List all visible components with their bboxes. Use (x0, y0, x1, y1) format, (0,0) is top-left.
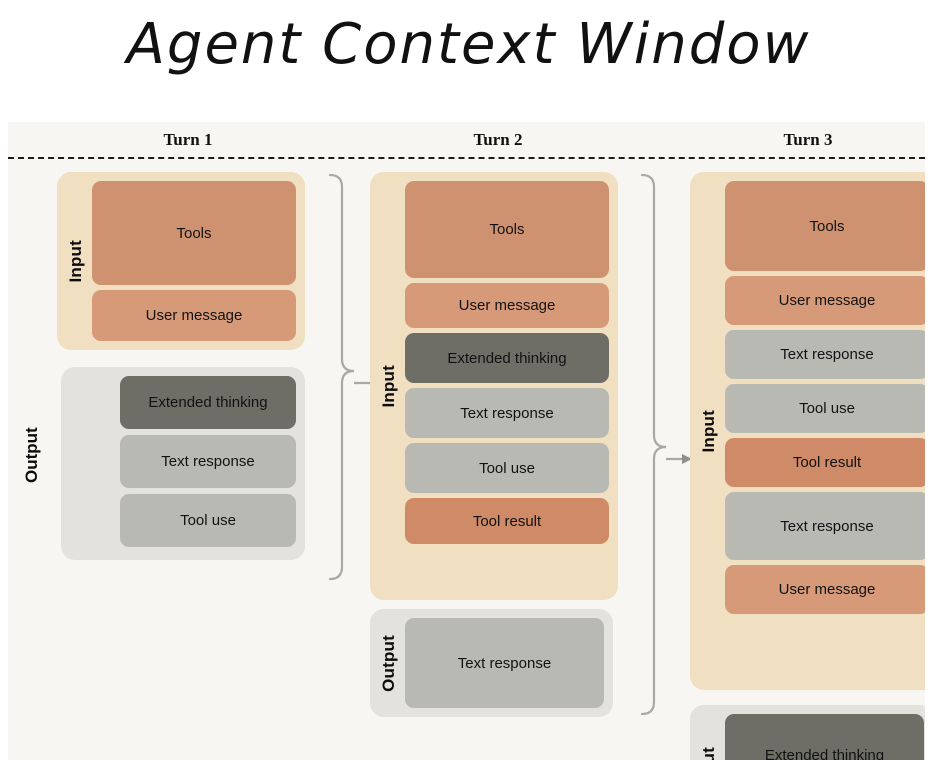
turn3-input-group: Input Tools User message Text response T… (690, 172, 925, 690)
turn1-output-block-tool-use: Tool use (120, 494, 296, 547)
turn3-input-block-tool-result: Tool result (725, 438, 925, 487)
turn2-input-label: Input (379, 364, 398, 408)
connector-turn2-to-turn3 (640, 173, 692, 716)
turn1-output-label: Output (22, 427, 41, 483)
turn2-output-group: Output Text response (370, 609, 613, 717)
turn-heading-3: Turn 3 (783, 130, 833, 149)
turn3-input-block-tool-use: Tool use (725, 384, 925, 433)
turn1-output-group: Extended thinking Text response Tool use (61, 367, 305, 560)
turn2-input-block-user-message: User message (405, 283, 609, 328)
turn2-output-block-text-response: Text response (405, 618, 604, 708)
turn3-output-label: ut (699, 746, 718, 760)
turn2-input-block-tool-use: Tool use (405, 443, 609, 493)
turn3-input-block-text-response-2: Text response (725, 492, 925, 560)
turn3-output-group: ut Extended thinking (690, 705, 925, 760)
turn1-output-block-extended-thinking: Extended thinking (120, 376, 296, 429)
turn1-input-block-user-message: User message (92, 290, 296, 341)
turn2-output-label: Output (379, 634, 398, 692)
turn1-input-block-tools: Tools (92, 181, 296, 285)
diagram-panel: Turn 1 Turn 2 Turn 3 Input Tools User me… (8, 122, 925, 760)
turn2-input-block-extended-thinking: Extended thinking (405, 333, 609, 383)
turn3-input-block-tools: Tools (725, 181, 925, 271)
turn2-input-block-tool-result: Tool result (405, 498, 609, 544)
turn3-input-block-user-message-1: User message (725, 276, 925, 325)
page-title: Agent Context Window (126, 12, 811, 77)
turn2-input-block-tools: Tools (405, 181, 609, 278)
turn3-input-block-text-response-1: Text response (725, 330, 925, 379)
turn1-input-label: Input (66, 239, 85, 283)
turn3-output-block-extended-thinking: Extended thinking (725, 714, 924, 760)
turn-heading-1: Turn 1 (163, 130, 213, 149)
turn3-input-block-user-message-2: User message (725, 565, 925, 614)
turn2-input-group: Input Tools User message Extended thinki… (370, 172, 618, 600)
turn1-output-block-text-response: Text response (120, 435, 296, 488)
turn-heading-2: Turn 2 (473, 130, 523, 149)
turn1-input-group: Input Tools User message (57, 172, 305, 350)
turn2-input-block-text-response: Text response (405, 388, 609, 438)
turn3-input-label: Input (699, 409, 718, 453)
turn-divider-line (8, 157, 925, 159)
